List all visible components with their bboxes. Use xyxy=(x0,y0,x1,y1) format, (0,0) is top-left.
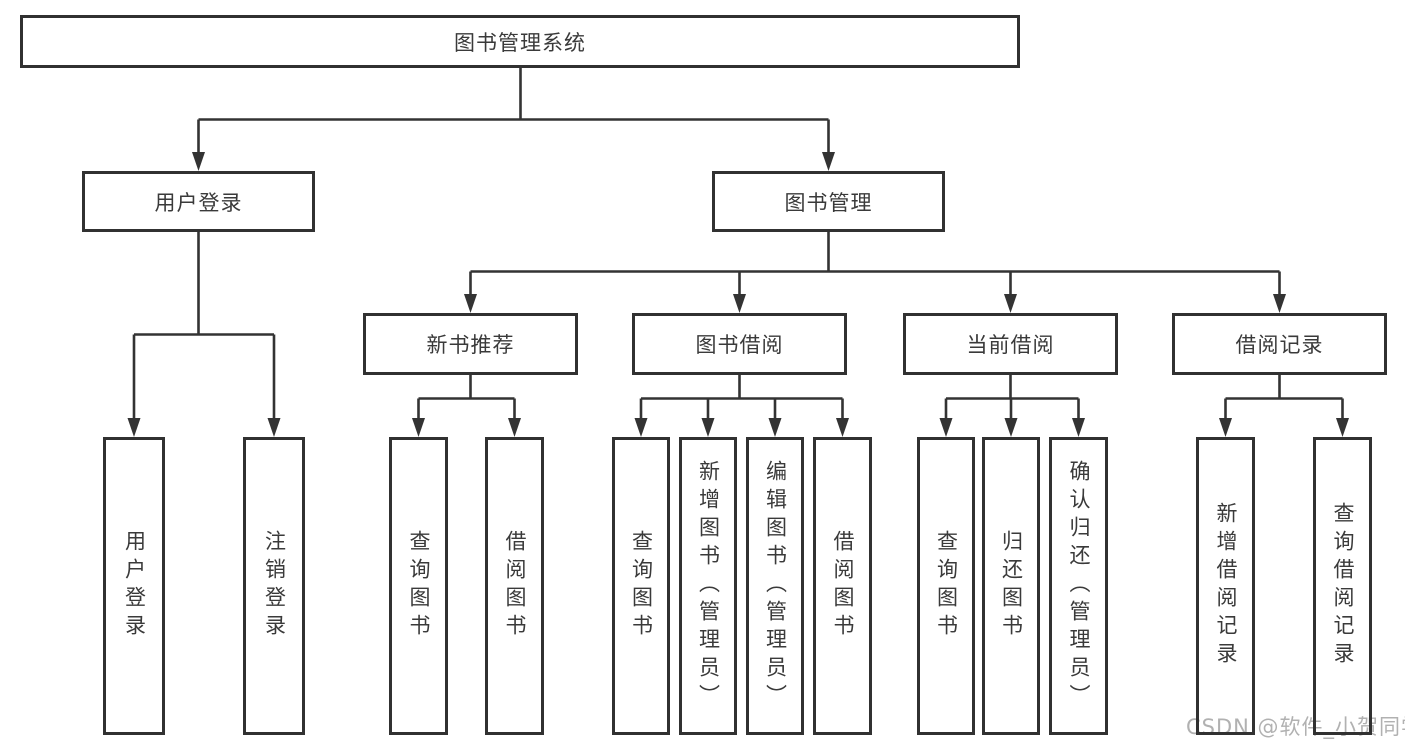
node-label: 图书借阅 xyxy=(695,333,784,357)
node-label: 编辑图书（管理员） xyxy=(763,460,788,712)
leaf-query-books-recommend: 查询图书 xyxy=(389,437,448,735)
node-user-login-module: 用户登录 xyxy=(82,171,315,232)
connector-root-to-level2 xyxy=(192,68,835,171)
leaf-query-books-borrowing: 查询图书 xyxy=(612,437,670,735)
leaf-borrow-books: 借阅图书 xyxy=(813,437,872,735)
node-label: 注销登录 xyxy=(262,530,287,642)
node-label: 新增借阅记录 xyxy=(1214,502,1238,670)
leaf-confirm-return-admin: 确认归还（管理员） xyxy=(1049,437,1108,735)
node-label: 借阅图书 xyxy=(503,530,527,642)
leaf-borrow-books-recommend: 借阅图书 xyxy=(485,437,544,735)
leaf-query-borrow-record: 查询借阅记录 xyxy=(1313,437,1372,735)
leaf-user-login: 用户登录 xyxy=(103,437,165,735)
node-label: 确认归还（管理员） xyxy=(1067,460,1091,712)
connector-borrow-to-leaves xyxy=(634,375,849,437)
connector-newbook-to-leaves xyxy=(412,375,521,437)
connector-login-to-leaves xyxy=(127,232,281,437)
connector-mgmt-to-level3 xyxy=(464,232,1286,313)
node-root-system: 图书管理系统 xyxy=(20,15,1020,68)
node-label: 归还图书 xyxy=(999,530,1024,642)
node-label: 新书推荐 xyxy=(426,333,515,357)
leaf-add-borrow-record: 新增借阅记录 xyxy=(1196,437,1255,735)
node-label: 用户登录 xyxy=(154,190,243,215)
node-label: 用户登录 xyxy=(122,530,147,642)
node-book-management-module: 图书管理 xyxy=(712,171,945,232)
node-current-borrowing: 当前借阅 xyxy=(903,313,1118,375)
leaf-edit-book-admin: 编辑图书（管理员） xyxy=(746,437,804,735)
leaf-add-book-admin: 新增图书（管理员） xyxy=(679,437,737,735)
node-label: 当前借阅 xyxy=(966,333,1055,357)
node-new-book-recommend: 新书推荐 xyxy=(363,313,578,375)
leaf-return-books: 归还图书 xyxy=(982,437,1040,735)
leaf-logout: 注销登录 xyxy=(243,437,305,735)
node-label: 借阅记录 xyxy=(1235,333,1324,357)
node-label: 新增图书（管理员） xyxy=(696,460,721,712)
node-borrowing-records: 借阅记录 xyxy=(1172,313,1387,375)
csdn-watermark: CSDN @软件_小贺同学 xyxy=(1186,715,1405,739)
node-label: 查询图书 xyxy=(934,530,959,642)
node-label: 图书管理系统 xyxy=(454,30,586,55)
connector-records-to-leaves xyxy=(1219,375,1349,437)
node-book-borrowing: 图书借阅 xyxy=(632,313,847,375)
node-label: 图书管理 xyxy=(784,190,873,215)
node-label: 查询图书 xyxy=(407,530,431,642)
node-label: 查询图书 xyxy=(629,530,654,642)
node-label: 借阅图书 xyxy=(831,530,855,642)
leaf-query-books-current: 查询图书 xyxy=(917,437,975,735)
node-label: 查询借阅记录 xyxy=(1331,502,1355,670)
connector-current-to-leaves xyxy=(939,375,1085,437)
